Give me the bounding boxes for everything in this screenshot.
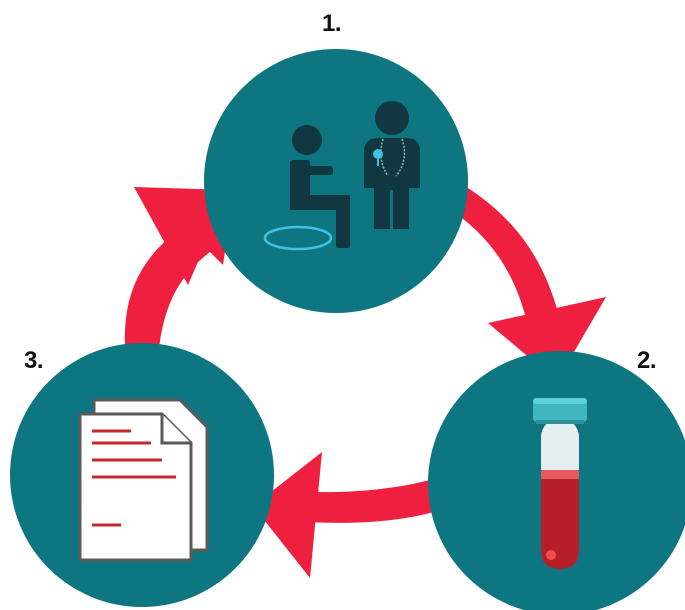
step-2-label: 2. [637,347,657,374]
step-1-circle [204,49,468,313]
cycle-arrows [124,180,606,578]
arrow-body [124,217,230,360]
step-1-circle-group [204,49,468,313]
blood-fill [541,470,579,569]
document-text-lines [92,429,176,527]
arrowhead [134,187,229,285]
arrow-step1-to-step2 [440,180,606,381]
doctor-icon [364,101,420,229]
arrow-step2-to-step3 [253,452,440,578]
arrow-body [440,180,560,322]
step-1-label: 1. [322,10,342,37]
consultation-icon [263,101,420,251]
stethoscope-icon [373,149,383,159]
step-3-circle-group [10,343,274,607]
arrowhead [488,297,606,381]
blood-test-tube-icon [533,398,587,569]
page-fold [160,414,191,445]
step-2-circle-group [428,351,685,610]
arrow-body [308,477,440,523]
report-documents-icon [78,398,209,562]
step-3-label: 3. [24,347,44,374]
arrowhead [253,452,322,578]
floor-marker [263,225,333,251]
seated-patient-icon [290,125,350,248]
arrow-step3-to-step1 [124,187,230,360]
